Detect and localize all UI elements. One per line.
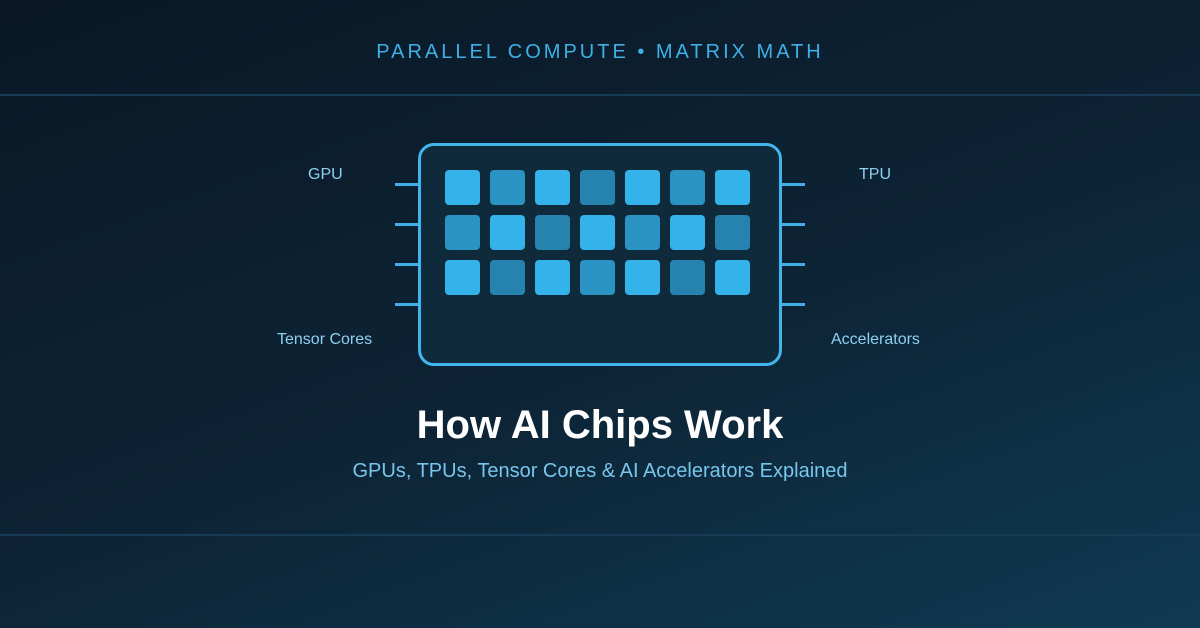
core-cell xyxy=(535,170,570,205)
chip-pin-left xyxy=(395,223,419,226)
core-cell xyxy=(490,215,525,250)
core-cell xyxy=(670,260,705,295)
core-cell xyxy=(580,260,615,295)
core-cell xyxy=(535,260,570,295)
tensor-cores-label: Tensor Cores xyxy=(277,331,373,348)
core-cell xyxy=(490,260,525,295)
tpu-label: TPU xyxy=(859,166,891,183)
core-cell xyxy=(580,170,615,205)
accelerators-label: Accelerators xyxy=(831,331,920,348)
core-cell xyxy=(625,170,660,205)
chip-pin-right xyxy=(781,303,805,306)
core-cell xyxy=(670,170,705,205)
gpu-label: GPU xyxy=(308,166,343,183)
bottom-divider xyxy=(0,534,1200,536)
core-cell xyxy=(490,170,525,205)
core-cell xyxy=(625,260,660,295)
chip-pin-right xyxy=(781,223,805,226)
tagline: PARALLEL COMPUTE • MATRIX MATH xyxy=(376,41,824,63)
chip-pin-left xyxy=(395,303,419,306)
core-cell xyxy=(580,215,615,250)
core-cell xyxy=(445,260,480,295)
core-cell xyxy=(625,215,660,250)
core-cell xyxy=(535,215,570,250)
page-title: How AI Chips Work xyxy=(416,403,784,447)
chip-pin-left xyxy=(395,183,419,186)
page-subtitle: GPUs, TPUs, Tensor Cores & AI Accelerato… xyxy=(352,460,848,482)
core-cell xyxy=(715,170,750,205)
chip-pin-right xyxy=(781,183,805,186)
chip-pin-right xyxy=(781,263,805,266)
chip-pin-left xyxy=(395,263,419,266)
core-cell xyxy=(445,215,480,250)
core-cell xyxy=(670,215,705,250)
top-divider xyxy=(0,94,1200,96)
core-cell xyxy=(715,215,750,250)
core-cell xyxy=(445,170,480,205)
chip-icon xyxy=(418,143,782,366)
core-cell xyxy=(715,260,750,295)
